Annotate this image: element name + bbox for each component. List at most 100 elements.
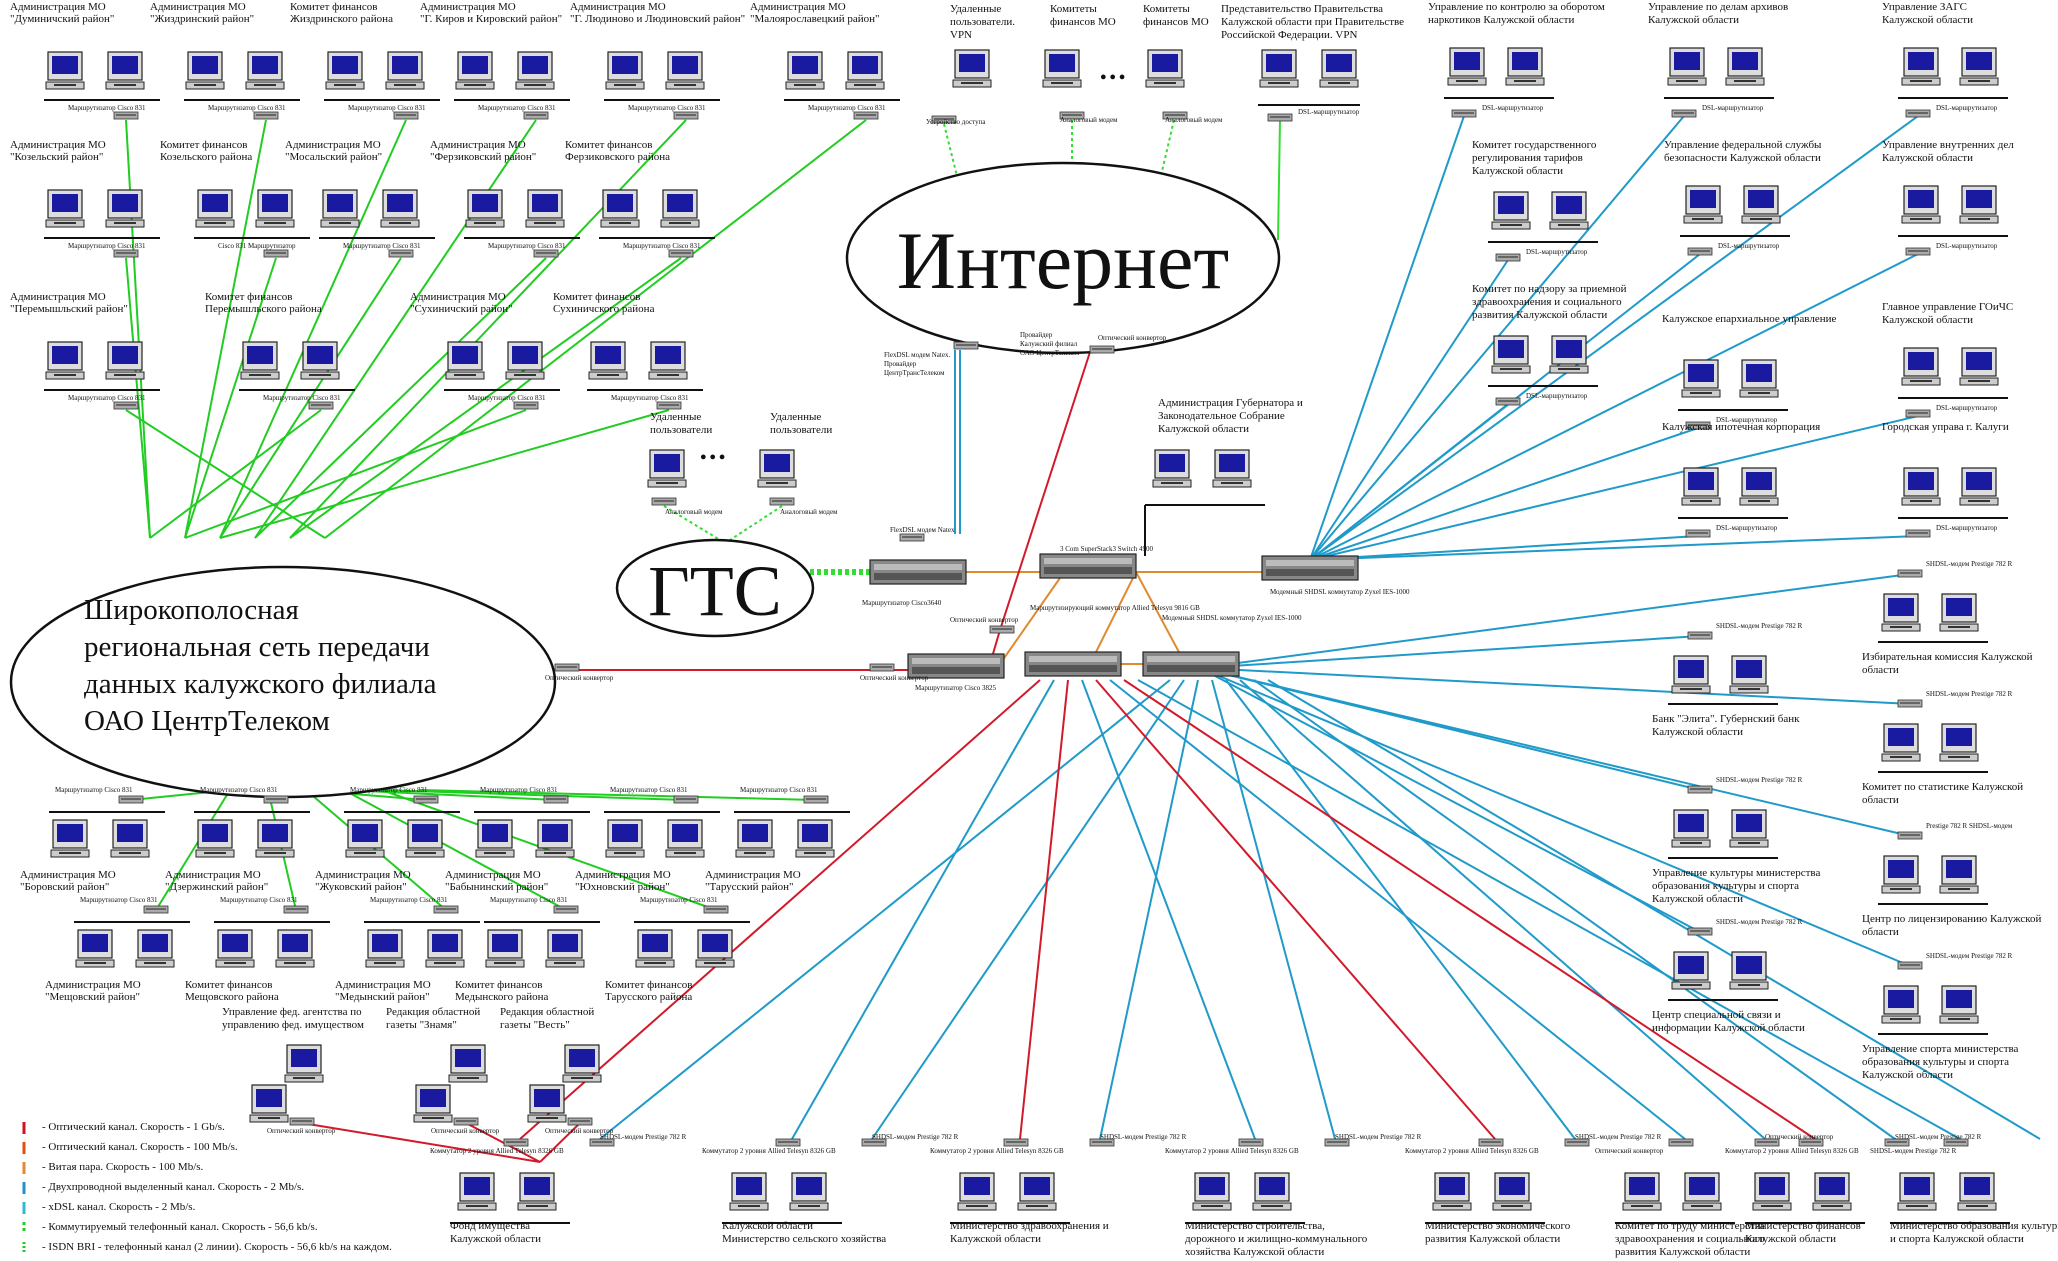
xdsl-link (125, 257, 151, 539)
node-label: Устройство доступа (926, 118, 986, 126)
computer-icon (505, 341, 545, 380)
org-label: Перемышльского района (205, 303, 322, 315)
cisco831-router (668, 249, 694, 258)
org-label: газеты "Весть" (500, 1019, 570, 1031)
computer-icon (1671, 655, 1711, 694)
modem-icon (651, 497, 677, 506)
org-label: "Козельский район" (10, 151, 103, 163)
legend-item: - Витая пара. Скорость - 100 Mb/s. (42, 1161, 204, 1173)
shdsl-modem (1687, 631, 1713, 640)
optical-converter-icon (289, 1117, 315, 1126)
node-label: SHDSL-модем Prestige 782 R (600, 1133, 687, 1141)
computer-icon (1881, 985, 1921, 1024)
computer-icon (1152, 449, 1192, 488)
node-label: DSL-маршрутизатор (1936, 242, 1998, 250)
optical-converter-icon (869, 663, 895, 672)
shdsl-link (1199, 667, 1911, 705)
cisco831-router (853, 111, 879, 120)
computer-icon (1252, 1172, 1292, 1211)
node-label: SHDSL-модем Prestige 782 R (1100, 1133, 1187, 1141)
node-label: DSL-маршрутизатор (1526, 392, 1588, 400)
org-label: образования культуры и спорта (1652, 880, 1799, 892)
node-label: Маршрутизатор Cisco 831 (350, 786, 428, 794)
remote-users-label: Удаленные (650, 411, 701, 423)
computer-icon (957, 1172, 997, 1211)
org-label: Министерство образования культуры (1890, 1220, 2058, 1232)
org-label: "Боровский район" (20, 881, 109, 893)
node-label: FlexDSL модем Natex. (884, 351, 950, 359)
node-label: ОАО ЦентрТелеком (1020, 349, 1080, 357)
org-label: Управление спорта министерства (1862, 1043, 2019, 1055)
org-label: Калужской области (1652, 893, 1743, 905)
computer-icon (1729, 951, 1769, 990)
optical-converter-icon (989, 625, 1015, 634)
xdsl-link (1309, 259, 1509, 561)
cisco831-router (413, 795, 439, 804)
org-label: Калужской области (950, 1233, 1041, 1245)
cisco831-router (673, 111, 699, 120)
org-label: Комитет финансов (565, 139, 652, 151)
node-label: SHDSL-модем Prestige 782 R (1870, 1147, 1957, 1155)
dsl-router (1685, 529, 1711, 538)
org-label: Калужской области (1652, 726, 1743, 738)
org-label: Комитет финансов (160, 139, 247, 151)
computer-icon (1491, 335, 1531, 374)
org-label: развития Калужской области (1425, 1233, 1560, 1245)
shdsl-link (1211, 679, 1336, 1140)
node-label: ЦентрТрансТелеком (884, 369, 945, 377)
node-label: Маршрутизатор Cisco 831 (808, 104, 886, 112)
org-label: "Думиничский район" (10, 13, 114, 25)
node-label: Маршрутизатор Cisco 831 (208, 104, 286, 112)
org-label: Калужское епархиальное управление (1662, 313, 1836, 325)
switch-2level (1003, 1138, 1029, 1147)
computer-icon (455, 51, 495, 90)
computer-icon (1492, 1172, 1532, 1211)
org-label: Калужской области (450, 1233, 541, 1245)
cisco831-router (523, 111, 549, 120)
dsl-router (1495, 253, 1521, 262)
org-label: Калужской области (1648, 14, 1739, 26)
switch4900-label: 3 Com SuperStack3 Switch 4900 (1060, 545, 1153, 553)
cisco831-router (143, 905, 169, 914)
dsl-router (1267, 113, 1293, 122)
shdsl-link (1199, 573, 1911, 669)
node-label: Маршрутизатор Cisco 831 (611, 394, 689, 402)
node-label: DSL-маршрутизатор (1526, 248, 1588, 256)
cisco831-router (673, 795, 699, 804)
org-label: "Г. Киров и Кировский район" (420, 13, 562, 25)
shdsl-modem (1897, 699, 1923, 708)
remote-users-label: пользователи (650, 424, 712, 436)
xdsl-link (254, 119, 537, 539)
org-label: Комитет государственного (1472, 139, 1597, 151)
node-label: DSL-маршрутизатор (1702, 104, 1764, 112)
org-label: Городская управа г. Калуги (1882, 421, 2009, 433)
shdsl-modem (1897, 831, 1923, 840)
switch4900 (1039, 553, 1137, 579)
org-label: Калужской области (1472, 165, 1563, 177)
computer-icon (648, 341, 688, 380)
computer-icon (1939, 723, 1979, 762)
computer-icon (300, 341, 340, 380)
computer-icon (1901, 185, 1941, 224)
node-label: Коммутатор 2 уровня Allied Telesyn 8326 … (930, 1147, 1064, 1155)
computer-icon (757, 449, 797, 488)
xdsl-link (184, 257, 277, 539)
org-label: области (1862, 664, 1899, 676)
xdsl-link (254, 257, 547, 539)
computer-icon (600, 189, 640, 228)
org-label: Министерство экономического (1425, 1220, 1571, 1232)
optic-link (1095, 679, 1496, 1140)
node-label: SHDSL-модем Prestige 782 R (1926, 952, 2013, 960)
org-label: Калужской области (1882, 14, 1973, 26)
org-label: Управление ЗАГС (1882, 1, 1967, 13)
governor-label: Администрация Губернатора и (1158, 397, 1303, 409)
xdsl-link (324, 119, 867, 539)
computer-icon (215, 929, 255, 968)
org-label: Администрация МО (45, 979, 141, 991)
shdsl-link (1099, 679, 1199, 1140)
xdsl-link (381, 789, 687, 801)
org-label: Администрация МО (335, 979, 431, 991)
node-label: SHDSL-модем Prestige 782 R (1335, 1133, 1422, 1141)
komfin-label: финансов МО (1050, 16, 1116, 28)
optconv-label: Оптический конвертор (950, 616, 1019, 624)
